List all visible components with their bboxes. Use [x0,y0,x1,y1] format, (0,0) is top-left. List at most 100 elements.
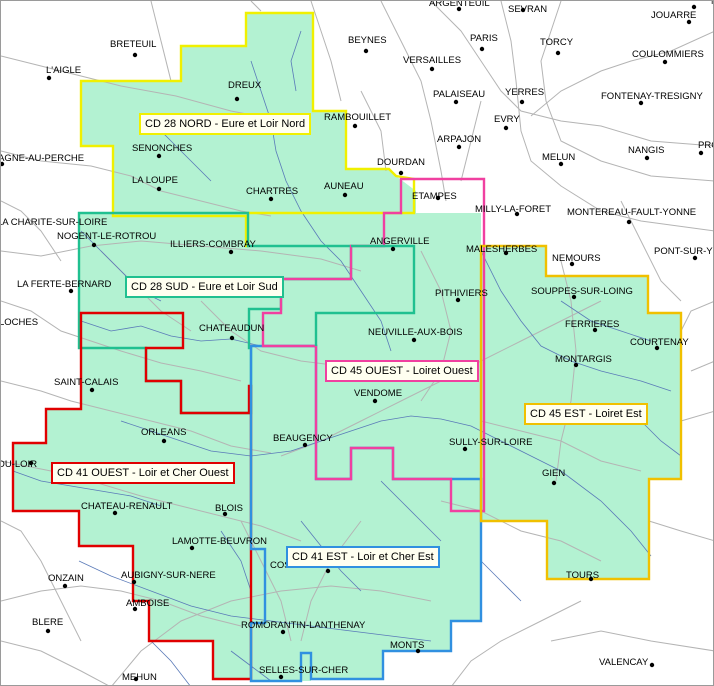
town-label: ONZAIN [48,573,84,584]
town-dot [131,579,137,585]
town-label: NEMOURS [552,253,601,264]
cd45est-outline[interactable] [479,244,683,581]
zone-label-cd28nord[interactable]: CD 28 NORD - Eure et Loir Nord [139,113,312,135]
town-dot [229,335,235,341]
town-label: PITHIVIERS [435,288,488,299]
town-dot [28,460,34,466]
town-label: LA FERTE-BERNARD [17,279,111,290]
town-label: SAINT-CALAIS [54,377,118,388]
town-dot [558,161,564,167]
town-label: MEHUN [122,672,157,683]
town-dot [278,674,284,680]
cd45ouest-outline[interactable] [261,177,486,513]
town-dot [132,52,138,58]
town-label: ANGERVILLE [370,236,430,247]
town-label: DU-LOIR [1,459,37,470]
town-label: AUBIGNY-SUR-NERE [121,570,216,581]
zone-label-cd45est[interactable]: CD 45 EST - Loiret Est [524,403,648,425]
town-label: VERSAILLES [403,55,461,66]
zone-label-cd41ouest[interactable]: CD 41 OUEST - Loir et Cher Ouest [51,462,235,484]
town-dot [89,387,95,393]
town-label: BEAUGENCY [273,433,333,444]
town-dot [352,123,358,129]
town-label: ETAMPES [412,191,457,202]
town-dot [514,211,520,217]
town-dot [189,545,195,551]
town-dot [462,446,468,452]
town-dot [62,583,68,589]
town-label: MELUN [542,152,575,163]
town-label: ILLIERS-COMBRAY [170,239,257,250]
town-label: CHATEAU-RENAULT [81,501,173,512]
town-label: COULOMMIERS [632,49,704,60]
zone-label-cd41est[interactable]: CD 41 EST - Loir et Cher Est [286,546,440,568]
town-label: TOURS [566,570,599,581]
town-label: L'AIGLE [46,65,81,76]
town-label: DREUX [228,80,262,91]
town-dot [569,261,575,267]
town-label: LAMOTTE-BEUVRON [172,536,267,547]
town-dot [372,398,378,404]
town-label: BLERE [32,617,63,628]
town-label: RAMBOUILLET [324,112,391,123]
town-dot [520,7,526,13]
town-dot [415,648,421,654]
town-label: SULLY-SUR-LOIRE [449,437,532,448]
town-label: ORLEANS [141,427,186,438]
cd28sud-outline-east [314,244,416,346]
town-dot [390,246,396,252]
town-label: EVRY [494,114,520,125]
town-label: JOUARRE [651,10,696,21]
town-dot [662,59,668,65]
town-label: FONTENAY-TRESIGNY [601,91,704,102]
town-label: SELLES-SUR-CHER [259,665,348,676]
town-dot [519,99,525,105]
town-dot [156,186,162,192]
town-label: TORCY [540,37,574,48]
town-dot [453,99,459,105]
town-label: LA LOUPE [132,175,178,186]
town-dot [325,568,331,574]
town-dot [686,19,692,25]
town-label: MONTS [390,640,424,651]
town-dot [479,46,485,52]
zone-label-cd45ouest[interactable]: CD 45 OUEST - Loiret Ouest [325,360,479,382]
town-label: SENONCHES [132,143,192,154]
town-dot [698,150,704,156]
town-label: CHATEAUDUN [199,323,264,334]
town-dot [234,96,240,102]
town-label: MORTAGNE-AU-PERCHE [1,153,84,164]
town-label: NEUVILLE-AUX-BOIS [368,327,463,338]
town-label: PONT-SUR-Y [654,246,713,257]
town-dot [692,255,698,261]
town-label: DOURDAN [377,157,425,168]
town-label: COURTENAY [630,337,689,348]
town-dot [435,195,441,201]
town-label: LA CHARITE-SUR-LOIRE [1,217,107,228]
town-label: LOCHES [1,317,38,328]
town-label: AMBOISE [126,598,169,609]
town-dot [133,676,139,682]
town-dot [592,327,598,333]
town-dot [644,155,650,161]
town-dot [161,438,167,444]
town-label: GIEN [542,468,565,479]
town-dot [503,125,509,131]
zone-label-cd28sud[interactable]: CD 28 SUD - Eure et Loir Sud [125,276,284,298]
town-label: MILLY-LA-FORET [475,204,551,215]
town-label: ARGENTEUIL [429,1,490,9]
town-dot [691,4,697,10]
town-dot [429,66,435,72]
town-label: AUNEAU [324,181,364,192]
town-label: ARPAJON [437,134,481,145]
cd28nord-outline[interactable] [79,11,416,248]
town-dot [363,48,369,54]
town-dot [411,337,417,343]
town-dot [222,511,228,517]
cd41ouest-outline[interactable] [11,311,253,681]
town-dot [302,442,308,448]
town-dot [228,249,234,255]
